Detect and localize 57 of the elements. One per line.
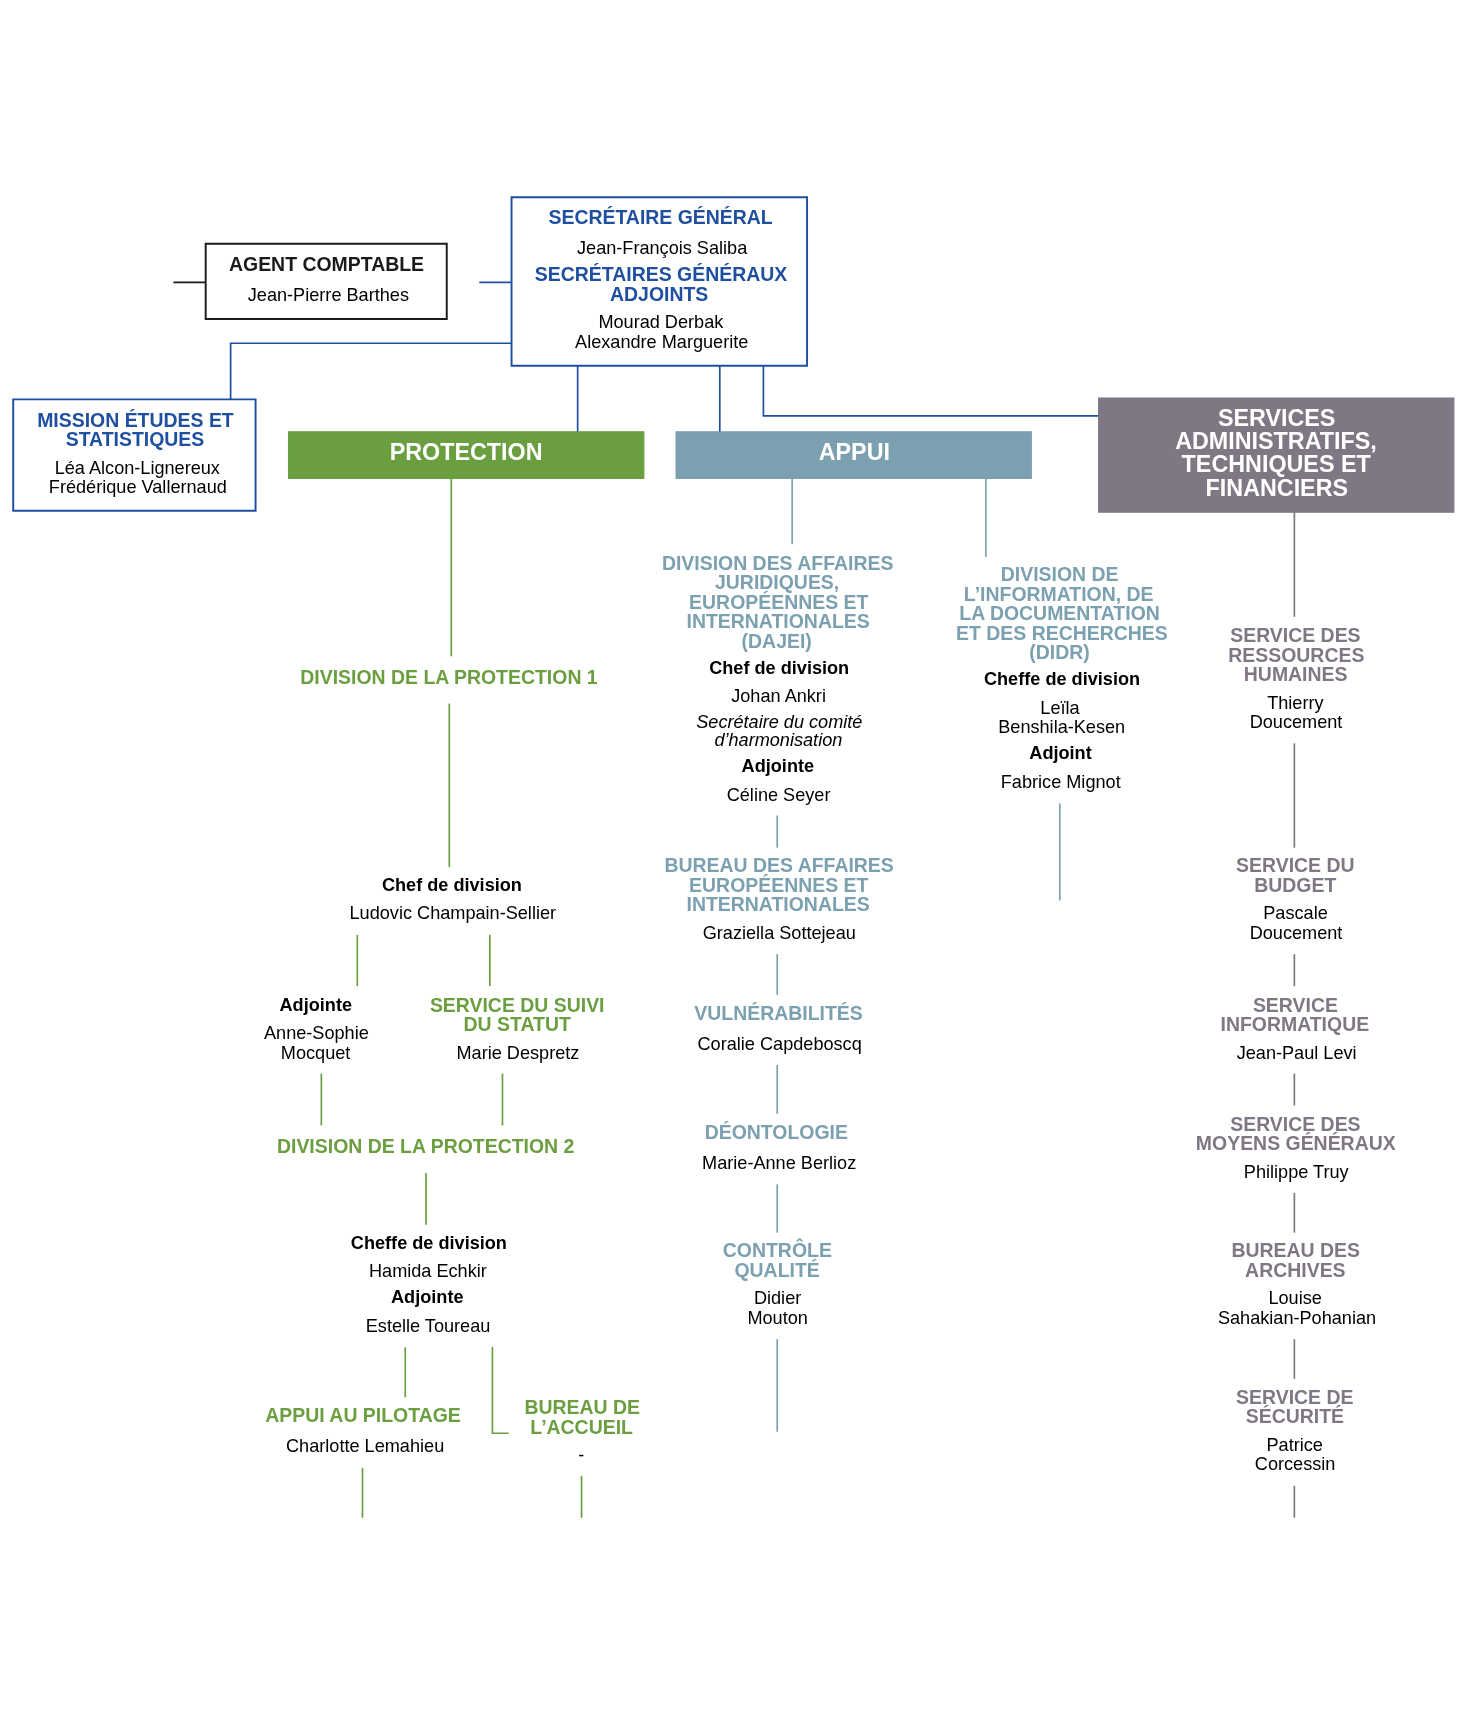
connector	[776, 1337, 779, 1433]
connector	[320, 1072, 323, 1126]
node-box: MISSION ÉTUDES ET STATISTIQUES Léa Alcon-Lignereux Frédérique Vallernaud	[12, 397, 257, 512]
connector	[1293, 511, 1296, 618]
connector	[172, 281, 207, 283]
node-text: Adjointe Anne-Sophie Mocquet	[264, 994, 369, 1063]
connector	[1058, 802, 1061, 901]
node-text: SERVICE DU BUDGET Pascale Doucement	[1236, 853, 1355, 943]
node-box: SECRÉTAIRE GÉNÉRAL Jean-François Saliba SECRÉTAIRES GÉNÉRAUX ADJOINTS Mourad Derbak Alexandre Marguerite	[510, 195, 808, 367]
node-text: DIVISION DES AFFAIRES JURIDIQUES, EUROPÉENNES ET INTERNATIONALES (DAJEI) Chef de division Johan Ankri Secrétaire du comité d’harmonisation Adjointe Céline Seyer	[661, 551, 894, 805]
connector	[1293, 1072, 1296, 1106]
node-text: DÉONTOLOGIE Marie-Anne Berlioz	[702, 1120, 857, 1173]
connector	[1293, 1337, 1296, 1380]
connector	[776, 1183, 779, 1234]
connector	[361, 1466, 364, 1518]
node-text: APPUI AU PILOTAGE Charlotte Lemahieu	[265, 1403, 461, 1456]
connector	[450, 477, 453, 657]
node-box: PROTECTION	[287, 430, 645, 479]
node-text: Chef de division Ludovic Champain-Sellier	[349, 874, 557, 923]
connector	[791, 477, 793, 545]
node-box: APPUI	[675, 430, 1032, 479]
connector	[1293, 741, 1296, 849]
connector	[1293, 952, 1296, 987]
node-text: CONTRÔLE QUALITÉ Didier Mouton	[722, 1238, 832, 1328]
node-box: AGENT COMPTABLE Jean-Pierre Barthes	[204, 242, 448, 320]
connector	[1293, 1484, 1296, 1518]
connector	[776, 952, 779, 996]
node-text: Cheffe de division Hamida Echkir Adjointe Estelle Toureau	[350, 1232, 507, 1336]
node-text: DIVISION DE LA PROTECTION 2	[276, 1134, 575, 1157]
connector	[478, 281, 513, 283]
connector	[356, 933, 359, 987]
node-text: SERVICE DES MOYENS GÉNÉRAUX Philippe Truy	[1195, 1112, 1396, 1182]
connector	[776, 814, 779, 848]
connector	[489, 933, 491, 987]
node-text: DIVISION DE LA PROTECTION 1	[300, 665, 598, 688]
node-text: BUREAU DES ARCHIVES Louise Sahakian-Pohanian	[1217, 1238, 1377, 1328]
connector	[762, 364, 1100, 417]
connector	[229, 341, 512, 400]
node-text: SERVICE DU SUIVI DU STATUT Marie Despretz	[429, 993, 605, 1063]
connector	[718, 364, 721, 432]
node-text: SERVICE DES RESSOURCES HUMAINES Thierry Doucement	[1228, 623, 1365, 732]
node-box: SERVICES ADMINISTRATIFS, TECHNIQUES ET FINANCIERS	[1098, 396, 1455, 513]
connector	[776, 1063, 779, 1115]
connector	[448, 702, 451, 868]
node-text: DIVISION DE L’INFORMATION, DE LA DOCUMENTATION ET DES RECHERCHES (DIDR) Cheffe de division Leïla Benshila-Kesen Adjoint Fabrice Mignot	[956, 562, 1168, 792]
connector	[580, 1474, 583, 1519]
connector	[576, 364, 579, 432]
node-text: BUREAU DES AFFAIRES EUROPÉENNES ET INTERNATIONALES Graziella Sottejeau	[664, 853, 894, 943]
node-text: SERVICE INFORMATIQUE Jean-Paul Levi	[1220, 993, 1370, 1063]
connector	[404, 1345, 407, 1398]
node-text: VULNÉRABILITÉS Coralie Capdeboscq	[694, 1001, 863, 1054]
node-text: SERVICE DE SÉCURITÉ Patrice Corcessin	[1236, 1385, 1354, 1474]
connector	[985, 477, 987, 558]
node-text: BUREAU DE L’ACCUEIL -	[524, 1395, 641, 1465]
connector	[501, 1072, 504, 1126]
connector	[425, 1171, 427, 1226]
connector	[1293, 1191, 1296, 1233]
